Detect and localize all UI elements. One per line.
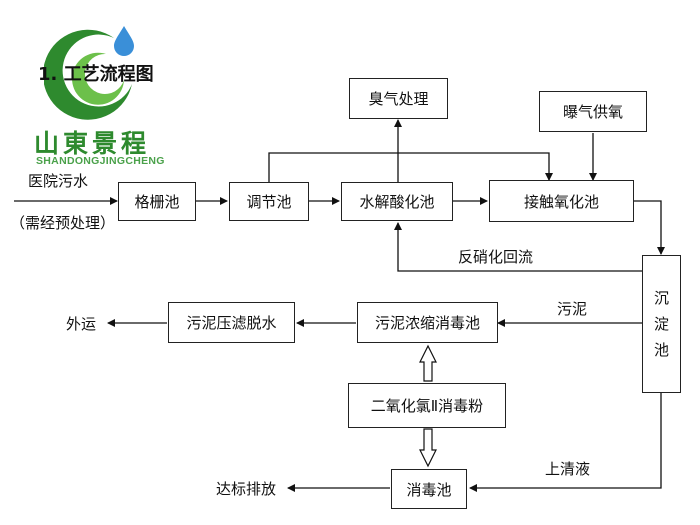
aeration-box: 曝气供氧 <box>539 91 647 132</box>
regulating-tank-box: 调节池 <box>229 182 309 221</box>
sedimentation-char: 池 <box>653 341 669 359</box>
supernatant-label: 上清液 <box>545 460 591 478</box>
sedimentation-char: 淀 <box>653 315 669 333</box>
hydrolysis-tank-box: 水解酸化池 <box>341 182 453 221</box>
pretreatment-note: （需经预处理） <box>10 214 116 232</box>
company-logo-icon <box>44 26 134 120</box>
sedimentation-char: 沉 <box>653 289 669 307</box>
grid-tank-box: 格栅池 <box>118 182 196 221</box>
chlorine-to-disinfection-hollow-arrow <box>419 428 437 468</box>
discharge-label: 达标排放 <box>216 480 277 498</box>
chlorine-dioxide-box: 二氧化氯Ⅱ消毒粉 <box>348 383 506 428</box>
diagram-title: 1. 工艺流程图 <box>38 64 154 85</box>
bypass-line <box>268 152 553 182</box>
denitrification-label: 反硝化回流 <box>458 248 534 266</box>
odor-treatment-box: 臭气处理 <box>349 78 448 119</box>
sedimentation-tank-box: 沉 淀 池 <box>642 255 681 393</box>
denitrification-return-arrow <box>394 222 642 272</box>
supernatant-arrow <box>469 393 662 492</box>
chlorine-to-sludge-hollow-arrow <box>419 344 437 382</box>
source-label: 医院污水 <box>28 172 89 190</box>
brand-subtitle: SHANDONGJINGCHENG <box>36 155 165 167</box>
contact-to-sedimentation-arrow <box>634 200 665 255</box>
disinfection-tank-box: 消毒池 <box>391 469 467 509</box>
sludge-press-box: 污泥压滤脱水 <box>168 302 295 343</box>
contact-oxidation-box: 接触氧化池 <box>489 180 634 222</box>
sludge-label: 污泥 <box>557 300 588 318</box>
sludge-concentration-box: 污泥浓缩消毒池 <box>357 302 498 343</box>
export-label: 外运 <box>66 315 97 333</box>
brand-name: 山東景程 <box>34 129 151 158</box>
